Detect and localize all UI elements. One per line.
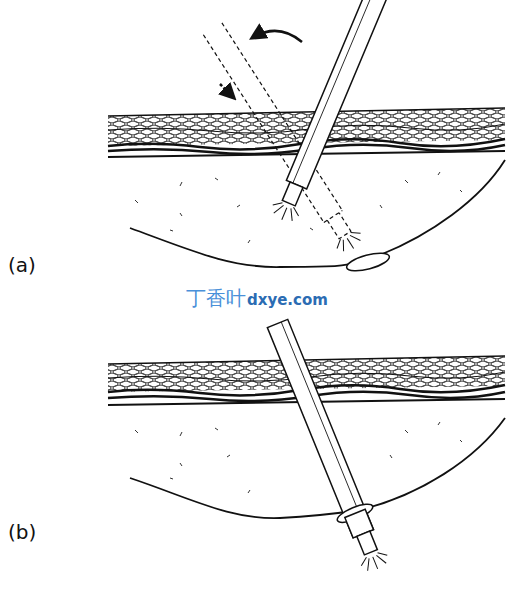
watermark: dxye.com (247, 292, 328, 309)
insertion-arrow (220, 84, 234, 98)
trocar-b (260, 316, 395, 576)
panel-label: (b) (8, 521, 36, 543)
rotation-arrow (252, 31, 302, 42)
panel-label: (a) (8, 254, 36, 276)
watermark: 丁香叶 (186, 287, 246, 309)
